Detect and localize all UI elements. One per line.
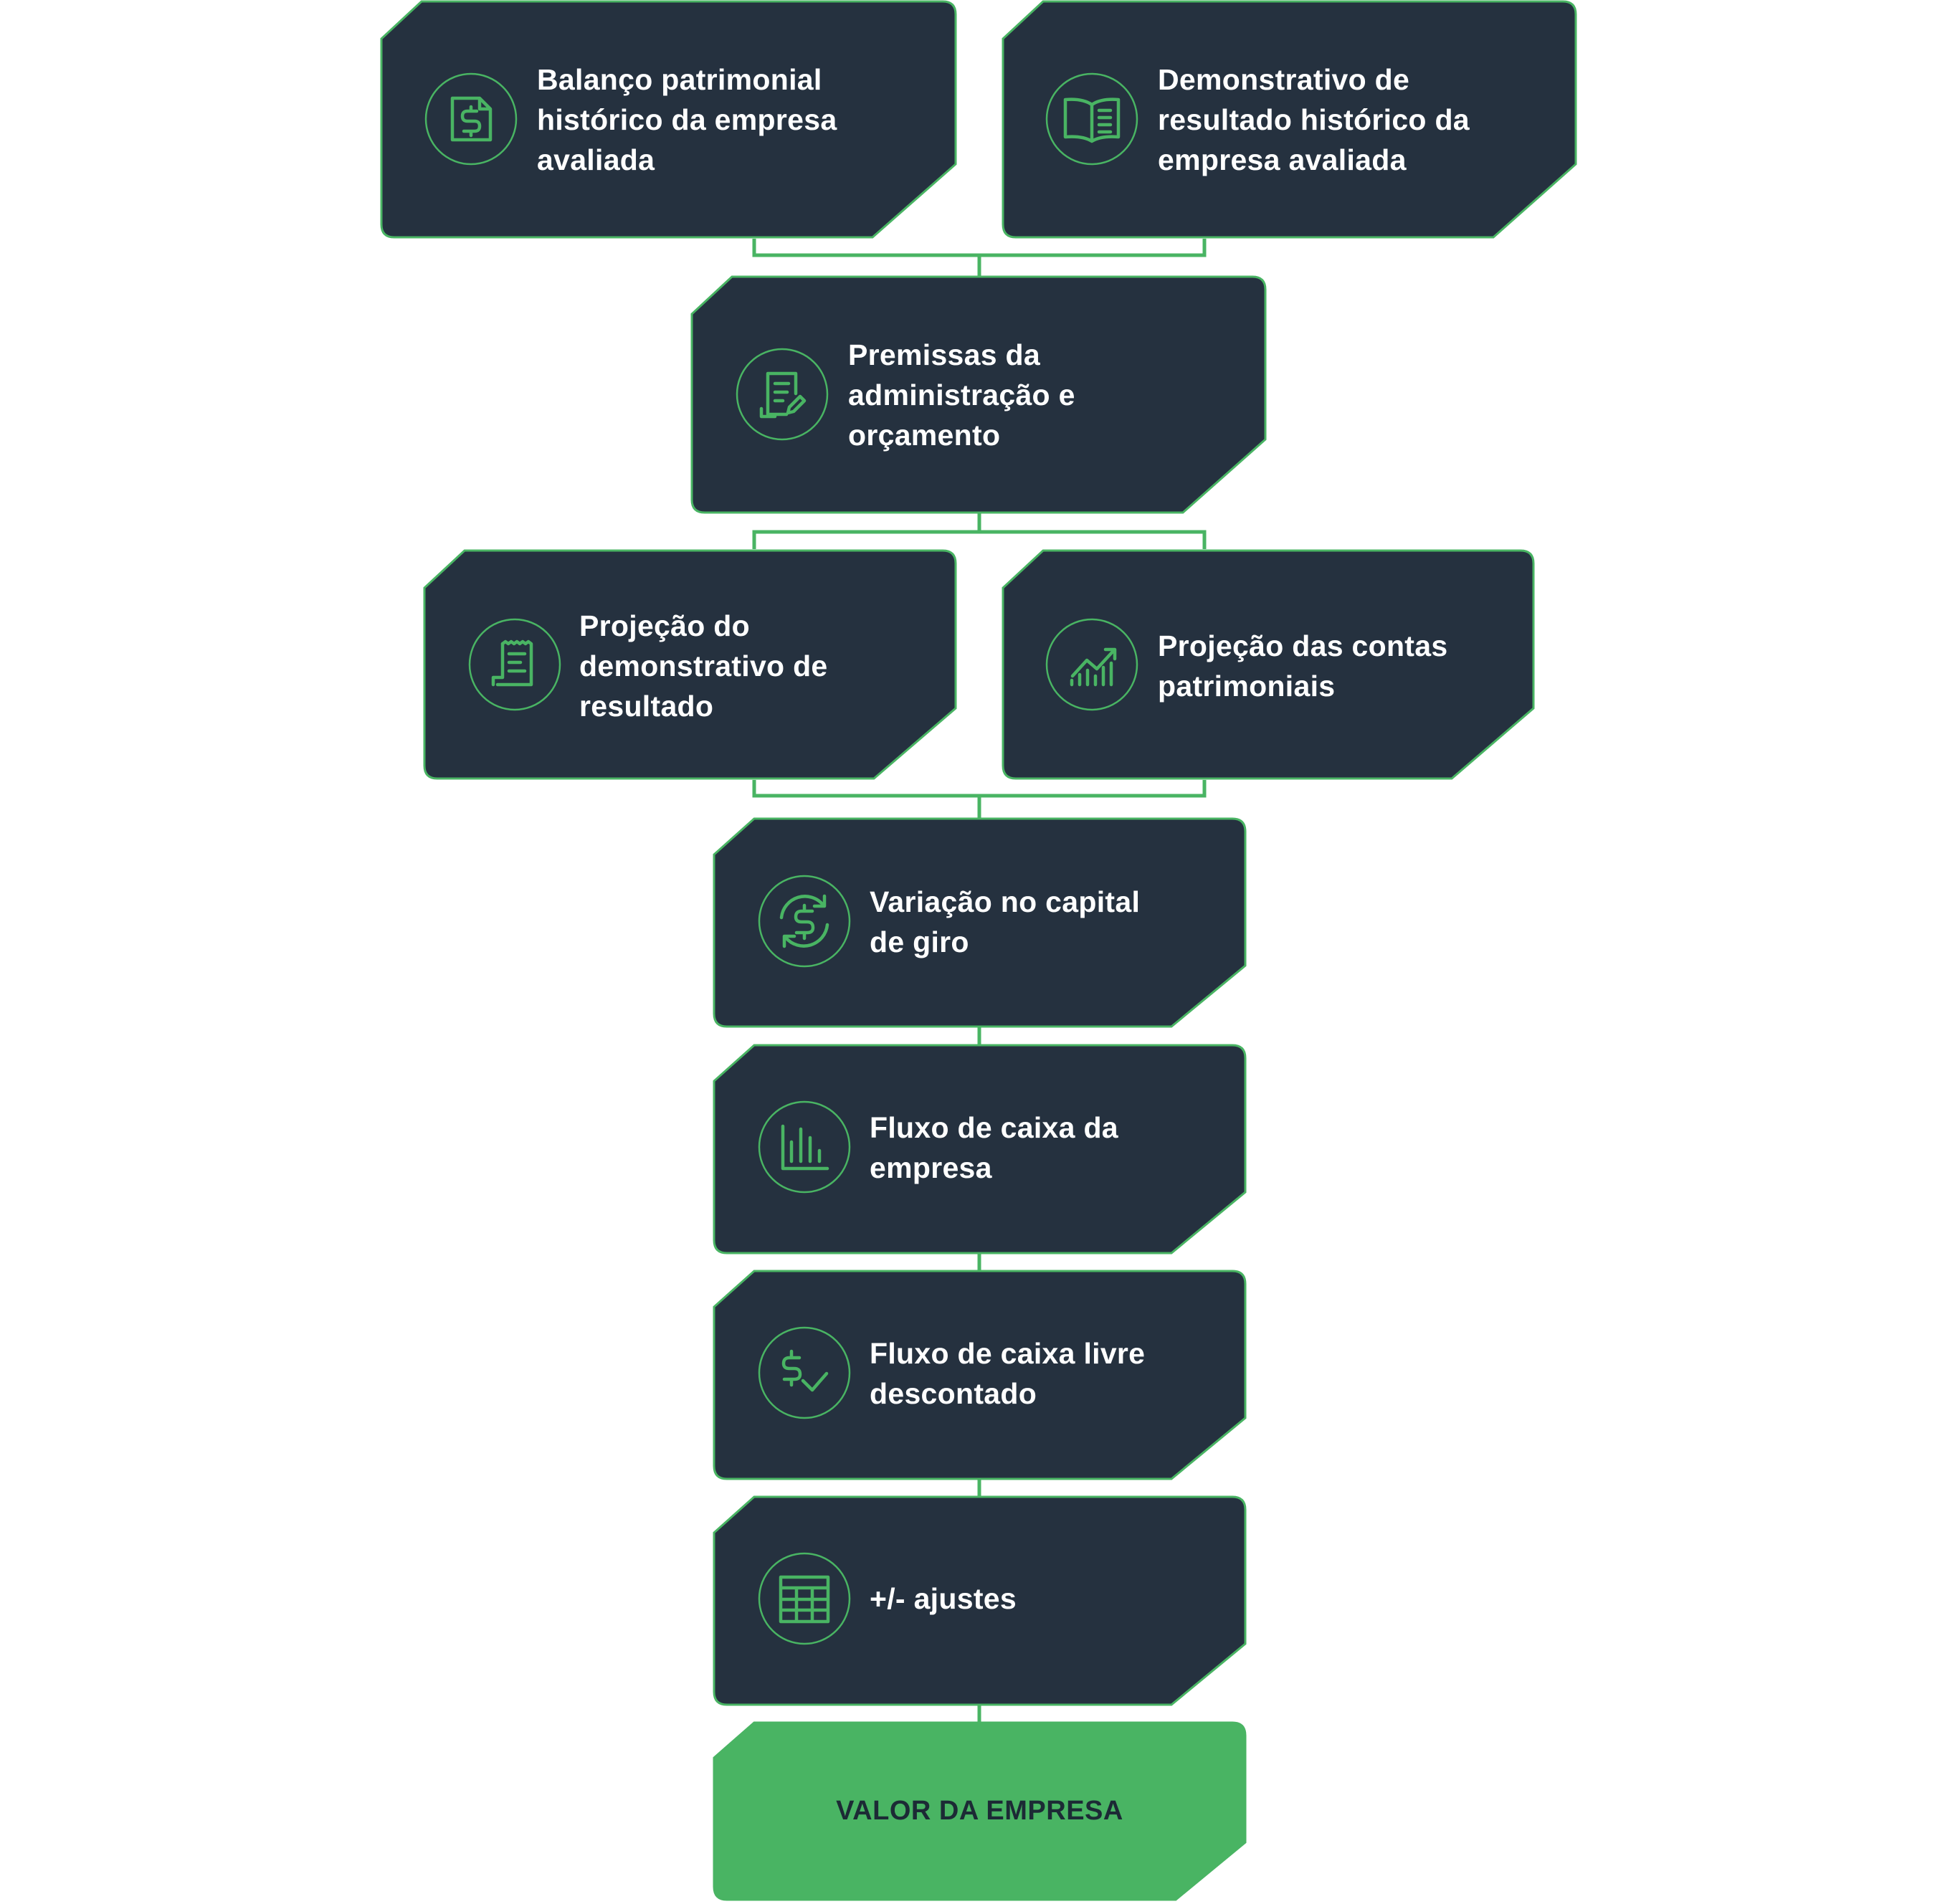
node-shape-ajustes bbox=[713, 1495, 1247, 1706]
node-fluxo-caixa-label: Fluxo de caixa da empresa bbox=[870, 1111, 1118, 1184]
node-shape-proj-dre bbox=[423, 549, 957, 780]
connector-middle-merge bbox=[752, 780, 1207, 819]
dollar-document-icon bbox=[424, 72, 518, 166]
node-proj-dre-label: Projeção do demonstrativo de resultado bbox=[579, 609, 828, 723]
node-proj-contas-label: Projeção das contas patrimoniais bbox=[1158, 629, 1448, 703]
dollar-check-icon bbox=[758, 1326, 851, 1419]
node-shape-proj-contas bbox=[1002, 549, 1535, 780]
node-shape-fluxo-livre bbox=[713, 1270, 1247, 1480]
node-shape-fluxo-caixa bbox=[713, 1044, 1247, 1255]
node-shape-premissas bbox=[690, 275, 1267, 514]
node-capital-giro-label: Variação no capital de giro bbox=[870, 885, 1141, 958]
node-valor-label: VALOR DA EMPRESA bbox=[836, 1796, 1123, 1826]
connectors bbox=[752, 239, 1207, 1723]
node-premissas-label: Premissas da administração e orçamento bbox=[848, 338, 1075, 452]
node-shape-dre bbox=[1002, 0, 1577, 239]
open-book-icon bbox=[1045, 72, 1138, 166]
node-ajustes-label: +/- ajustes bbox=[870, 1582, 1017, 1615]
node-shapes bbox=[380, 0, 1577, 1706]
connector-top-merge bbox=[752, 239, 1207, 277]
node-balanco-label: Balanço patrimonial histórico da empresa… bbox=[537, 63, 837, 176]
connector-premissas-split bbox=[752, 513, 1207, 549]
document-pen-icon bbox=[736, 348, 829, 441]
node-shape-capital-giro bbox=[713, 817, 1247, 1028]
receipt-scroll-icon bbox=[468, 618, 561, 711]
bar-chart-icon bbox=[758, 1100, 851, 1194]
chart-trend-icon bbox=[1045, 618, 1138, 711]
node-shape-valor bbox=[713, 1721, 1247, 1901]
dollar-cycle-icon bbox=[758, 875, 851, 968]
node-dre-label: Demonstrativo de resultado histórico da … bbox=[1158, 63, 1470, 176]
node-shape-balanco bbox=[380, 0, 957, 239]
spreadsheet-icon bbox=[758, 1552, 851, 1645]
node-fluxo-livre-label: Fluxo de caixa livre descontado bbox=[870, 1337, 1146, 1410]
